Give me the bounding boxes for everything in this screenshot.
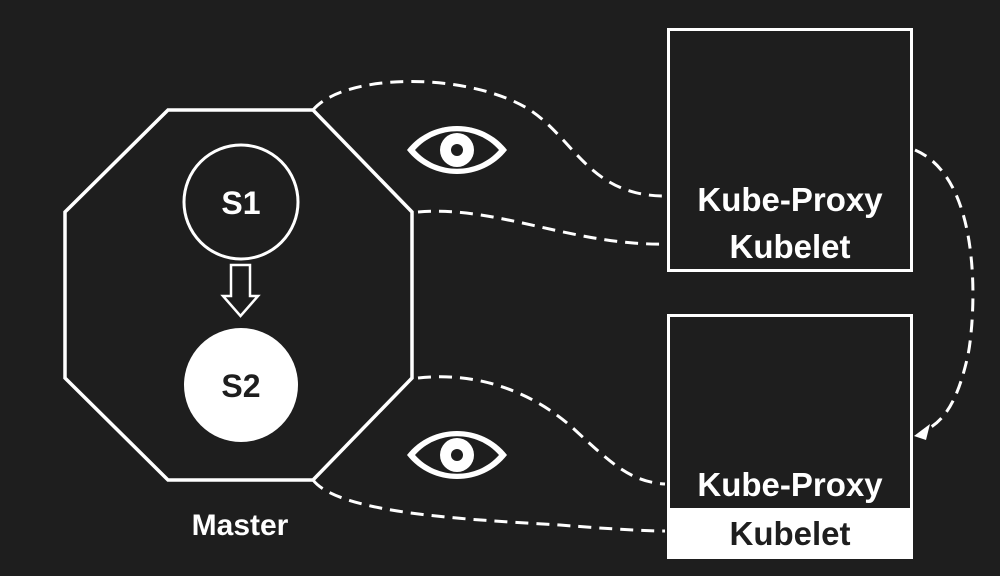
connector-master-node2-kubelet	[311, 479, 666, 533]
down-arrow-icon	[220, 263, 261, 318]
node2-kubelet-label: Kubelet	[729, 515, 850, 552]
state-s1-label: S1	[221, 185, 260, 221]
node2-kubelet-highlight	[668, 508, 912, 558]
node2-kube-proxy-label: Kube-Proxy	[697, 466, 883, 503]
arrowhead-icon	[914, 424, 930, 440]
eye-icon	[407, 126, 507, 174]
state-s1-circle	[182, 143, 300, 261]
connector-node1-node2	[914, 148, 975, 434]
master-label: Master	[192, 509, 289, 542]
node1-kube-proxy-label: Kube-Proxy	[697, 181, 883, 218]
state-s2-label: S2	[221, 368, 260, 404]
connector-master-node1-kube-proxy	[311, 80, 666, 198]
connector-master-node1-kubelet	[417, 209, 666, 246]
node1-kubelet-label: Kubelet	[729, 228, 850, 265]
state-s2-circle	[184, 328, 298, 442]
eye-icon	[407, 431, 507, 479]
worker-node-1-box	[667, 28, 913, 272]
